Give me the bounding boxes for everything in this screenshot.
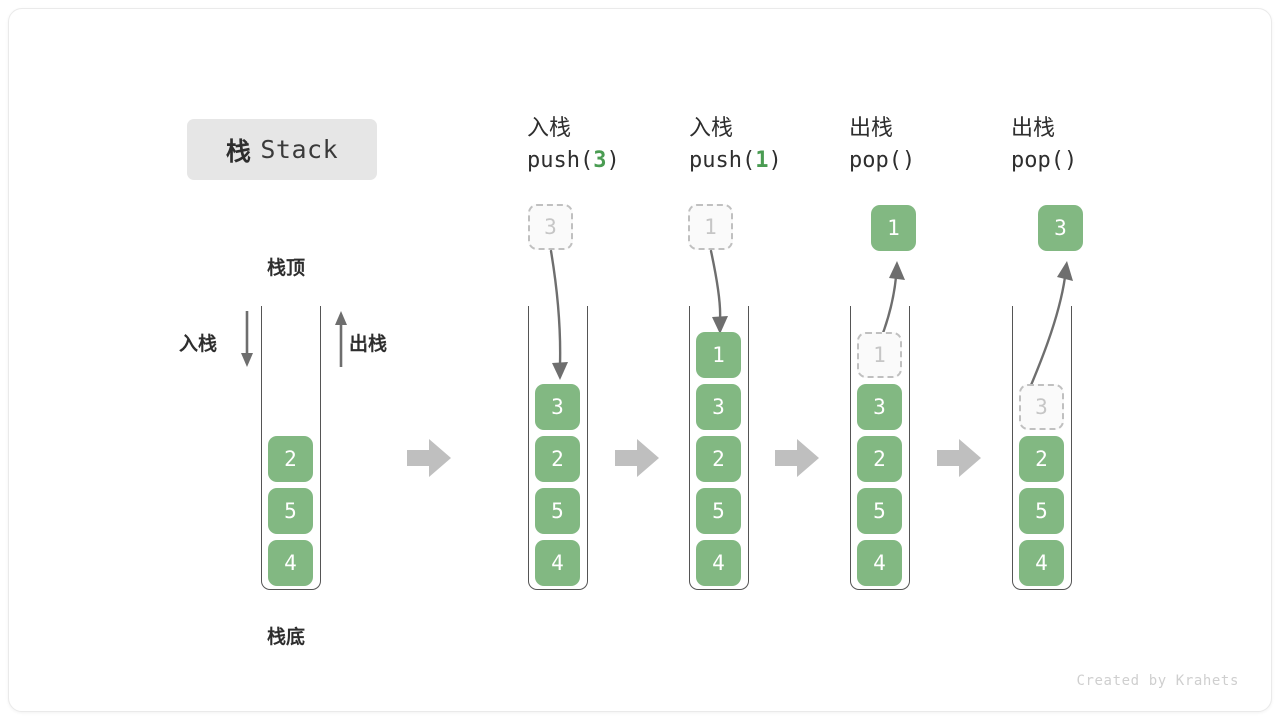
title-chinese: 栈 (225, 136, 252, 166)
floating-cell-push-3: 3 (528, 204, 573, 250)
column-header-code-4: pop() (1011, 147, 1078, 173)
stack-cell: 5 (268, 488, 313, 534)
stack-cell: 4 (268, 540, 313, 586)
column-header-pop-3: 出栈 pop() (1011, 115, 1161, 175)
column-header-code-3: pop() (849, 147, 916, 173)
column-header-push-1: 入栈 push(1) (689, 115, 839, 175)
stack-cell: 5 (1019, 488, 1064, 534)
stack-cell: 2 (1019, 436, 1064, 482)
flow-arrow-2 (615, 439, 659, 477)
stack-cell: 2 (535, 436, 580, 482)
credit-text: Created by Krahets (1076, 673, 1239, 689)
stack-container-push-3 (528, 306, 588, 590)
stack-cell: 1 (696, 332, 741, 378)
label-stack-bottom: 栈底 (267, 626, 306, 648)
stack-cell: 2 (268, 436, 313, 482)
diagram-canvas: 栈 Stack 栈顶 栈底 入栈 出栈 2 5 4 入栈 push(3) 3 3 2 5… (8, 8, 1272, 712)
stack-cell-ghost: 3 (1019, 384, 1064, 430)
stack-cell: 3 (535, 384, 580, 430)
column-header-push-3: 入栈 push(3) (527, 115, 677, 175)
column-header-pop-1: 出栈 pop() (849, 115, 999, 175)
stack-cell: 4 (1019, 540, 1064, 586)
push-direction-arrow (241, 311, 253, 367)
stack-cell: 2 (696, 436, 741, 482)
column-header-code-2: push(1) (689, 147, 782, 173)
label-pop-side: 出栈 (349, 333, 388, 355)
push-arrow-3 (549, 249, 568, 380)
floating-cell-pop-3: 3 (1038, 205, 1083, 251)
flow-arrow-1 (407, 439, 451, 477)
diagram-title-badge: 栈 Stack (187, 119, 377, 180)
column-header-cn-1: 入栈 (527, 116, 572, 141)
column-header-code-1: push(3) (527, 147, 620, 173)
stack-cell-ghost: 1 (857, 332, 902, 378)
label-push-side: 入栈 (179, 333, 218, 355)
stack-cell: 4 (696, 540, 741, 586)
column-header-cn-2: 入栈 (689, 116, 734, 141)
stack-cell: 3 (857, 384, 902, 430)
label-stack-top: 栈顶 (267, 257, 306, 279)
stack-cell: 2 (857, 436, 902, 482)
column-header-cn-4: 出栈 (1011, 116, 1056, 141)
stack-cell: 5 (535, 488, 580, 534)
title-english: Stack (260, 135, 339, 164)
flow-arrow-4 (937, 439, 981, 477)
floating-cell-pop-1: 1 (871, 205, 916, 251)
stack-cell: 5 (696, 488, 741, 534)
column-header-cn-3: 出栈 (849, 116, 894, 141)
stack-container-initial (261, 306, 321, 590)
pop-direction-arrow (335, 311, 347, 367)
floating-cell-push-1: 1 (688, 204, 733, 250)
flow-arrow-3 (775, 439, 819, 477)
stack-cell: 4 (535, 540, 580, 586)
stack-container-pop-1 (850, 306, 910, 590)
stack-cell: 5 (857, 488, 902, 534)
stack-cell: 3 (696, 384, 741, 430)
push-arrow-1 (709, 249, 728, 334)
stack-cell: 4 (857, 540, 902, 586)
stack-container-push-1 (689, 306, 749, 590)
stack-container-pop-3 (1012, 306, 1072, 590)
